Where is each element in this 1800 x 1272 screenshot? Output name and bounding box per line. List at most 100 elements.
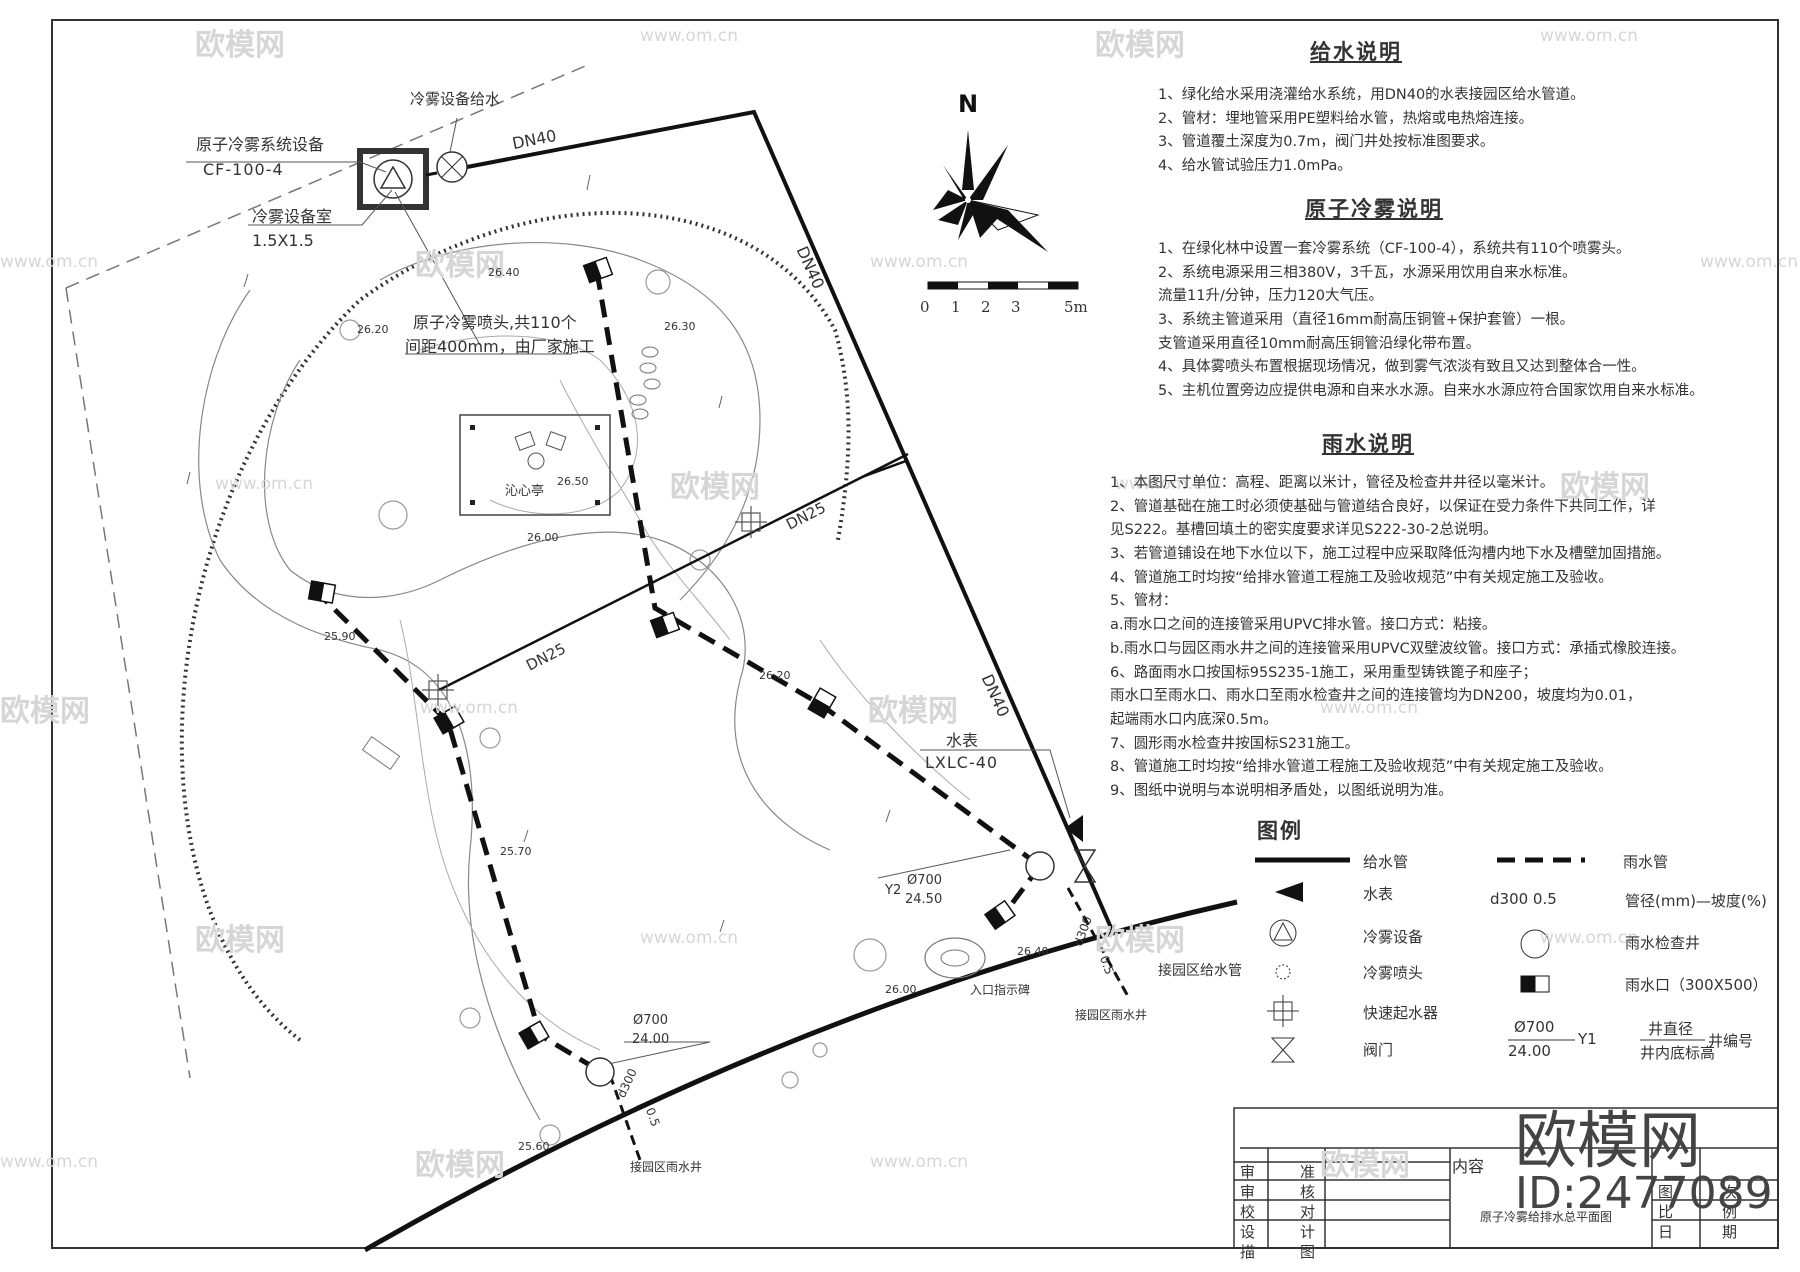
watermark-url: www.om.cn (640, 928, 739, 948)
rain-note: a.雨水口之间的连接管采用UPVC排水管。接口方式：粘接。 (1110, 617, 1497, 634)
title-block-cell: 期 (1722, 1223, 1738, 1241)
label-y1-elev: 24.00 (632, 1032, 670, 1047)
elevation-mark: 26.30 (664, 320, 696, 333)
mist-note: 3、系统主管道采用（直径16mm耐高压铜管+保护套管）一根。 (1158, 312, 1575, 329)
supply-main-dn40 (466, 109, 1114, 931)
watermark-brand: 欧模网 (415, 248, 505, 283)
valve-symbol (1073, 849, 1097, 883)
rain-note: b.雨水口与园区雨水井之间的连接管采用UPVC双壁波纹管。接口方式：承插式橡胶连… (1110, 640, 1686, 657)
garden-path-outline-4 (419, 335, 638, 515)
watermark-url: www.om.cn (1115, 474, 1214, 494)
title-block-cell: 图 (1658, 1183, 1674, 1201)
watermark-brand: 欧模网 (670, 470, 760, 505)
mist-note: 2、系统电源采用三相380V，3千瓦，水源采用饮用自来水标准。 (1158, 264, 1577, 281)
legend-valve: 阀门 (1363, 1041, 1394, 1059)
title-block-cell: 审 (1240, 1163, 1256, 1181)
label-y1-dia: Ø700 (633, 1013, 669, 1028)
corner-watermark-brand: 欧模网 (1515, 1104, 1702, 1177)
elevation-mark: 26.00 (527, 531, 559, 544)
road-curve (363, 899, 1238, 1253)
watermark-url: www.om.cn (0, 252, 99, 272)
scale-label-2: 2 (981, 298, 991, 316)
scale-label-0: 0 (920, 298, 930, 316)
rain-note: 3、若管道铺设在地下水位以下，施工过程中应采取降低沟槽内地下水及槽壁加固措施。 (1110, 546, 1671, 563)
site-boundary-left (65, 287, 191, 1079)
mist-device-room (357, 148, 429, 210)
water-note: 2、管材：埋地管采用PE塑料给水管，热熔或电热熔连接。 (1158, 110, 1534, 127)
corner-watermark-id: ID:2477089 (1515, 1168, 1773, 1219)
label-spray-water: 冷雾设备给水 (410, 90, 501, 108)
scale-label-3: 3 (1011, 298, 1021, 316)
watermark-brand: 欧模网 (195, 923, 285, 958)
rain-outfalls (608, 887, 1132, 1161)
garden-path-outline-5 (399, 619, 601, 1051)
title-block-right-col2: 次 例 期 (1722, 1182, 1737, 1242)
legend-well-dia-desc: 井直径 (1648, 1020, 1694, 1038)
legend-inlet: 雨水口（300X500） (1625, 976, 1768, 994)
rain-note: 8、管道施工时均按“给排水管道工程施工及验收规范”中有关规定施工及验收。 (1110, 759, 1613, 776)
rain-note: 6、路面雨水口按国标95S235-1施工，采用重型铸铁篦子和座子； (1110, 664, 1538, 681)
mist-notes: 1、在绿化林中设置一套冷雾系统（CF-100-4），系统共有110个喷雾头。 2… (1158, 238, 1704, 404)
garden-path-outline-7 (559, 379, 731, 641)
elevation-mark: 25.60 (518, 1140, 550, 1153)
mist-note: 支管道采用直径10mm耐高压铜管沿绿化带布置。 (1158, 335, 1481, 352)
watermark-url: www.om.cn (1320, 698, 1419, 718)
mist-nozzle-symbol (436, 151, 468, 183)
drawing-frame (51, 19, 1779, 1249)
title-block-cell: 例 (1722, 1203, 1738, 1221)
label-y2-elev: 24.50 (905, 892, 943, 907)
label-connect-rain-2: 接园区雨水井 (630, 1160, 703, 1174)
water-note: 1、绿化给水采用浇灌给水系统，用DN40的水表接园区给水管道。 (1158, 87, 1585, 103)
elevation-mark: 26.40 (488, 266, 520, 279)
water-meter-symbol (1065, 815, 1083, 842)
supply-branch-dn25-b (861, 459, 907, 479)
pavilion-corners (470, 425, 600, 505)
title-block-cell: 设 (1240, 1223, 1256, 1241)
legend-well-elev-desc: 井内底标高 (1640, 1044, 1716, 1062)
manhole-y1 (585, 1057, 615, 1087)
watermark-brand: 欧模网 (1560, 470, 1650, 505)
mist-note: 4、具体雾喷头布置根据现场情况，做到雾气浓淡有致且又达到整体合一性。 (1158, 359, 1646, 376)
bench (361, 735, 401, 771)
water-notes-title: 给水说明 (1310, 40, 1402, 64)
legend-title: 图例 (1257, 819, 1303, 843)
title-block-cell: 计 (1300, 1223, 1316, 1241)
elevation-mark: 25.90 (324, 630, 356, 643)
legend-nozzle: 冷雾喷头 (1363, 964, 1424, 982)
title-block-cell: 图 (1300, 1243, 1316, 1261)
mist-notes-title: 原子冷雾说明 (1305, 197, 1443, 221)
garden-path-outline-2 (263, 359, 831, 851)
hydrant-symbols (422, 506, 767, 706)
label-device-code: CF-100-4 (203, 160, 284, 179)
watermark-url: www.om.cn (0, 1152, 99, 1172)
pavilion-outline (459, 414, 611, 516)
legend-meter: 水表 (1363, 885, 1394, 903)
legend-graphics (1255, 857, 1705, 1063)
label-meter: 水表 (946, 731, 979, 750)
legend-well-dia-sample: Ø700 (1514, 1018, 1555, 1036)
rain-note: 4、管道施工时均按“给排水管道工程施工及验收规范”中有关规定施工及验收。 (1110, 569, 1613, 586)
entrance-sign-shape (924, 937, 986, 979)
watermark-url: www.om.cn (1700, 252, 1799, 272)
scale-label-5m: 5m (1064, 298, 1088, 316)
legend-well-tag: Y1 (1578, 1030, 1597, 1048)
legend-manhole: 雨水检查井 (1625, 934, 1701, 952)
title-block-left-col: 审 审 校 设 描 (1240, 1162, 1255, 1262)
watermark-brand: 欧模网 (195, 28, 285, 63)
rain-note: 2、管道基础在施工时必须使基础与管道结合良好，以保证在受力条件下共同工作，详 (1110, 498, 1656, 515)
title-block-cell: 描 (1240, 1243, 1256, 1261)
manhole-y2 (1025, 851, 1055, 881)
legend-rain-pipe: 雨水管 (1623, 853, 1669, 871)
mist-note: 1、在绿化林中设置一套冷雾系统（CF-100-4），系统共有110个喷雾头。 (1158, 241, 1631, 257)
watermark-url: www.om.cn (420, 698, 519, 718)
title-block-content-label: 内容 (1452, 1157, 1485, 1176)
label-connect-rain-1: 接园区雨水井 (1075, 1008, 1148, 1022)
legend-hydrant: 快速起水器 (1363, 1004, 1439, 1022)
elevation-mark: 26.20 (357, 323, 389, 336)
water-note: 3、管道覆土深度为0.7m，阀门井处按标准图要求。 (1158, 134, 1495, 151)
watermark-url: www.om.cn (1540, 928, 1639, 948)
label-nozzle-line2: 间距400mm，由厂家施工 (405, 337, 595, 356)
compass-north-label: N (958, 90, 979, 118)
rain-note: 起端雨水口内底深0.5m。 (1110, 711, 1278, 728)
rain-note: 见S222。基槽回填土的密实度要求详见S222-30-2总说明。 (1110, 522, 1498, 539)
